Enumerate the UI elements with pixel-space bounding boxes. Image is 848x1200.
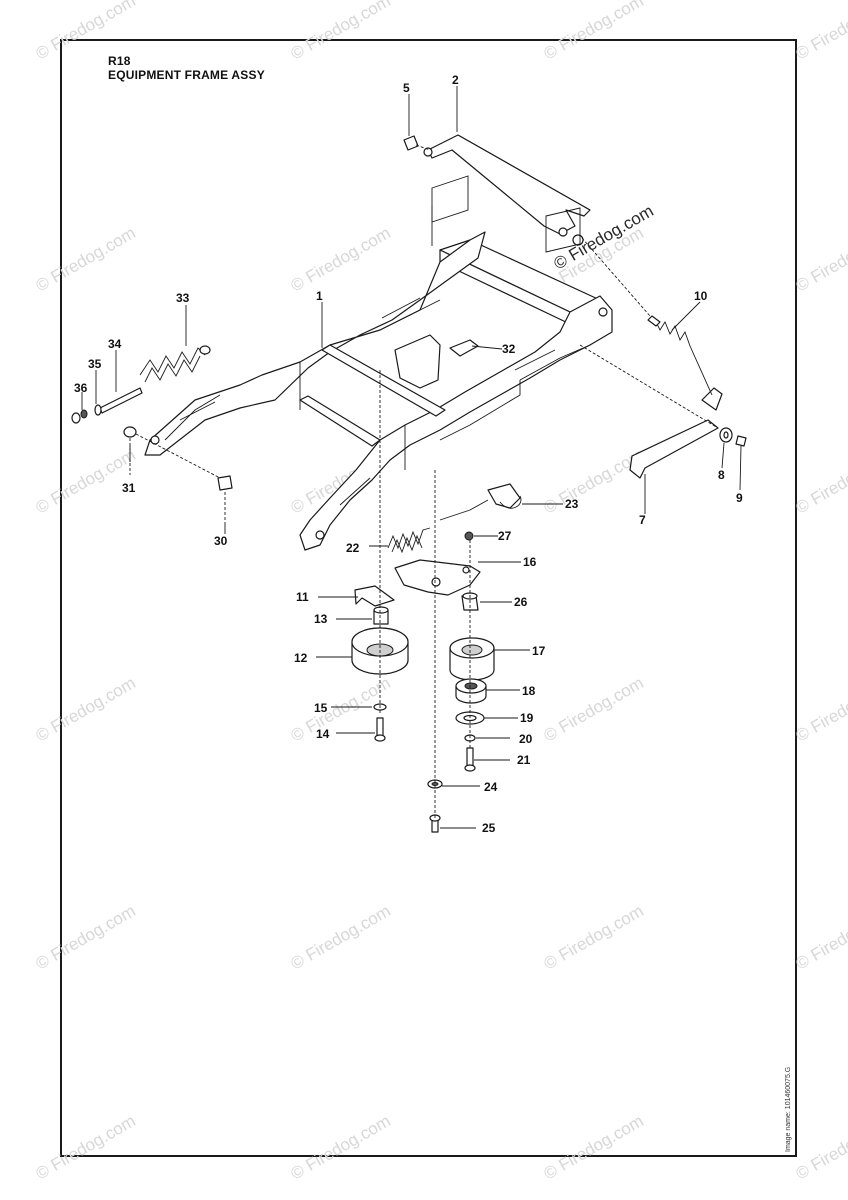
callout-12: 12: [294, 651, 308, 665]
callout-13: 13: [314, 612, 328, 626]
watermark-text: © Firedog.com: [541, 673, 647, 745]
watermark-text: © Firedog.com: [541, 0, 647, 63]
part-7-lift-arm: [579, 344, 719, 479]
callout-7: 7: [639, 513, 646, 527]
callout-1: 1: [316, 289, 323, 303]
part-17-pulley: [449, 637, 495, 681]
watermark-text: © Firedog.com: [541, 901, 647, 973]
watermark-text: © Firedog.com: [541, 1111, 647, 1183]
callout-5: 5: [403, 81, 410, 95]
callout-2: 2: [452, 73, 459, 87]
callout-24: 24: [484, 780, 498, 794]
part-31-bushing: [123, 426, 221, 479]
callout-23: 23: [565, 497, 579, 511]
watermark-text: © Firedog.com: [793, 673, 848, 745]
callout-17: 17: [532, 644, 546, 658]
callout-26: 26: [514, 595, 528, 609]
watermark-text: © Firedog.com: [33, 673, 139, 745]
part-16-idler-arm: [394, 559, 481, 596]
callout-14: 14: [316, 727, 330, 741]
watermark-text: © Firedog.com: [541, 445, 647, 517]
part-14-bolt: [374, 717, 386, 742]
callout-32: 32: [502, 342, 516, 356]
callout-11: 11: [296, 590, 309, 604]
callout-10: 10: [694, 289, 708, 303]
watermark-text: © Firedog.com: [33, 0, 139, 63]
callout-27: 27: [498, 529, 512, 543]
part-1-equipment-frame: [144, 231, 613, 551]
diagram-reference: R18: [108, 54, 131, 68]
part-5-bolt: [403, 135, 431, 151]
part-2-lift-rod: [423, 134, 591, 246]
part-30-bolt: [217, 475, 233, 525]
part-18-bearing: [455, 678, 487, 704]
watermark-text: © Firedog.com: [793, 445, 848, 517]
part-11-bracket: [354, 585, 395, 607]
callout-36: 36: [74, 381, 88, 395]
part-35-washer: [94, 404, 102, 416]
watermark-text: © Firedog.com: [793, 1111, 848, 1183]
part-33-spring: [139, 345, 211, 383]
leader-lines: [81, 86, 742, 829]
diagram-title: EQUIPMENT FRAME ASSY: [108, 68, 265, 82]
callout-33: 33: [176, 291, 190, 305]
callout-8: 8: [718, 468, 725, 482]
callout-31: 31: [122, 481, 136, 495]
callout-20: 20: [519, 732, 533, 746]
watermark-text: © Firedog.com: [33, 223, 139, 295]
callout-21: 21: [517, 753, 531, 767]
drawing-frame: [60, 39, 797, 1157]
part-22-spring: [387, 527, 431, 554]
callout-19: 19: [520, 711, 534, 725]
callout-34: 34: [108, 337, 122, 351]
part-32-pin: [449, 339, 479, 357]
watermark-text: © Firedog.com: [288, 223, 394, 295]
part-13-spacer: [373, 606, 389, 625]
part-25-bolt: [429, 814, 441, 833]
part-8-washer: [719, 427, 733, 443]
callout-16: 16: [523, 555, 537, 569]
callout-35: 35: [88, 357, 102, 371]
watermark-text: © Firedog.com: [33, 1111, 139, 1183]
watermark-text: © Firedog.com: [288, 0, 394, 63]
watermark-text: © Firedog.com: [793, 223, 848, 295]
watermark-text: © Firedog.com: [793, 901, 848, 973]
part-21-bolt: [464, 747, 476, 772]
callout-25: 25: [482, 821, 496, 835]
part-36-nut: [71, 409, 88, 424]
callout-22: 22: [346, 541, 360, 555]
part-23-cable: [439, 483, 522, 521]
watermark-text: © Firedog.com: [33, 901, 139, 973]
watermark-text: © Firedog.com: [288, 1111, 394, 1183]
watermark-text: © Firedog.com: [288, 901, 394, 973]
part-9-bolt: [735, 435, 747, 447]
watermark-text: © Firedog.com: [793, 0, 848, 63]
callout-9: 9: [736, 491, 743, 505]
callout-15: 15: [314, 701, 328, 715]
callout-30: 30: [214, 534, 228, 548]
callout-18: 18: [522, 684, 536, 698]
part-27-nut: [464, 531, 474, 541]
part-34-rod: [99, 387, 143, 414]
